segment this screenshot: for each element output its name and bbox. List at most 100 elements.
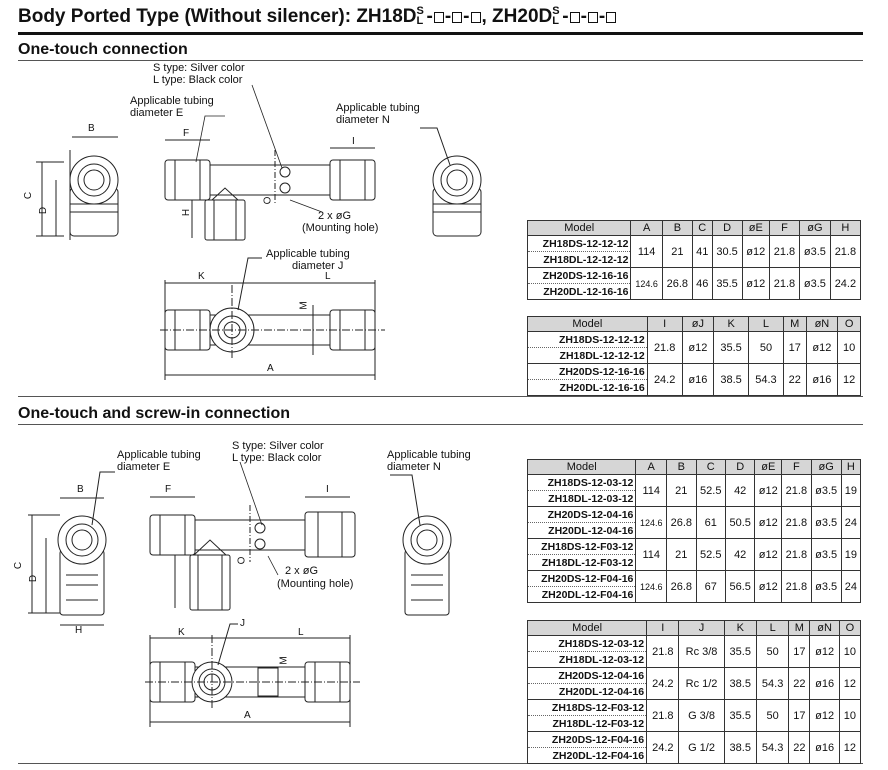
value-cell: 42 xyxy=(724,538,756,571)
value-cell: ø12 xyxy=(741,235,770,268)
page-title: Body Ported Type (Without silencer): ZH1… xyxy=(18,6,617,28)
value-cell: 61 xyxy=(695,506,726,539)
dim-a: A xyxy=(267,363,274,374)
value-cell: 114 xyxy=(630,235,663,268)
dim-h-2: H xyxy=(75,625,83,636)
model-cell: ZH20DS-12-04-16 xyxy=(526,506,637,523)
table-row: ZH18DL-12-03-12 xyxy=(526,651,861,668)
tubing-diam-e: diameter E xyxy=(130,107,184,119)
value-cell: ø3.5 xyxy=(810,474,842,507)
model-cell: ZH20DL-12-04-16 xyxy=(526,683,648,700)
section-rule xyxy=(18,424,863,425)
model-cell: ZH20DL-12-16-16 xyxy=(526,283,632,300)
dim-k-2: K xyxy=(178,627,185,638)
value-cell: ø12 xyxy=(754,474,783,507)
column-header: Model xyxy=(526,459,637,475)
section-rule xyxy=(18,60,863,61)
column-header: K xyxy=(713,316,750,332)
column-header: M xyxy=(782,316,807,332)
model-cell: ZH20DL-12-16-16 xyxy=(527,379,648,396)
value-cell: 22 xyxy=(788,731,811,764)
value-cell: 46 xyxy=(691,267,713,300)
value-cell: ø3.5 xyxy=(810,538,842,571)
table-row: ZH20DL-12-F04-16 xyxy=(526,747,861,764)
column-header: K xyxy=(723,620,757,636)
value-cell: 22 xyxy=(788,667,811,700)
value-cell: 52.5 xyxy=(695,474,726,507)
value-cell: 10 xyxy=(837,331,861,364)
section-rule xyxy=(18,396,863,397)
value-cell: Rc 1/2 xyxy=(678,667,725,700)
mount-holes-label: 2 x øG xyxy=(318,210,352,222)
value-cell: 50 xyxy=(755,699,790,732)
column-header: D xyxy=(724,459,756,475)
column-header: Model xyxy=(526,620,648,636)
value-cell: 54.3 xyxy=(755,731,790,764)
table-row: ZH20DL-12-04-16 xyxy=(526,683,861,700)
value-cell: 21.8 xyxy=(781,570,812,603)
value-cell: 12 xyxy=(838,667,862,700)
title-rule xyxy=(18,32,863,35)
model-cell: ZH20DS-12-16-16 xyxy=(526,267,632,284)
column-header: Model xyxy=(526,220,632,236)
value-cell: ø16 xyxy=(809,731,840,764)
column-header: M xyxy=(788,620,811,636)
value-cell: 24.2 xyxy=(646,363,683,396)
mount-holes-label-2: 2 x øG xyxy=(285,565,319,577)
column-header: F xyxy=(768,220,801,236)
column-header: C xyxy=(691,220,713,236)
model-cell: ZH18DS-12-12-12 xyxy=(526,235,632,252)
value-cell: 114 xyxy=(635,538,668,571)
value-cell: 24.2 xyxy=(646,667,680,700)
value-cell: 54.3 xyxy=(748,363,784,396)
model-cell: ZH18DL-12-F03-12 xyxy=(526,715,648,732)
value-cell: 35.5 xyxy=(723,699,757,732)
dim-h: H xyxy=(181,208,193,217)
type-l-note: L type: Black color xyxy=(153,74,243,86)
value-cell: 21.8 xyxy=(768,235,801,268)
column-header: B xyxy=(661,220,693,236)
value-cell: ø3.5 xyxy=(799,235,831,268)
model-cell: ZH18DL-12-03-12 xyxy=(526,490,637,507)
value-cell: 124.6 xyxy=(635,506,668,539)
tubing-diam-j: diameter J xyxy=(292,260,344,272)
value-cell: 17 xyxy=(788,635,811,668)
placeholder-box-icon xyxy=(606,12,617,23)
placeholder-box-icon xyxy=(433,12,444,23)
tubing-label-e-2: Applicable tubing xyxy=(117,449,201,461)
dim-k: K xyxy=(198,271,205,282)
value-cell: 21 xyxy=(666,538,697,571)
value-cell: ø12 xyxy=(741,267,770,300)
value-cell: ø16 xyxy=(805,363,839,396)
column-header: H xyxy=(829,220,862,236)
value-cell: 21.8 xyxy=(781,474,812,507)
value-cell: 24.2 xyxy=(829,267,862,300)
model-cell: ZH20DS-12-F04-16 xyxy=(526,731,648,748)
column-header: I xyxy=(646,620,680,636)
dim-c: C xyxy=(23,191,35,200)
value-cell: G 1/2 xyxy=(678,731,725,764)
column-header: øE xyxy=(754,459,783,475)
column-header: L xyxy=(748,316,784,332)
dim-j-2: J xyxy=(240,618,245,629)
model-cell: ZH20DL-12-04-16 xyxy=(526,522,637,539)
table-row: ZH18DL-12-F03-12 xyxy=(526,554,861,571)
column-header: F xyxy=(781,459,812,475)
value-cell: 50 xyxy=(748,331,784,364)
value-cell: 56.5 xyxy=(724,570,756,603)
